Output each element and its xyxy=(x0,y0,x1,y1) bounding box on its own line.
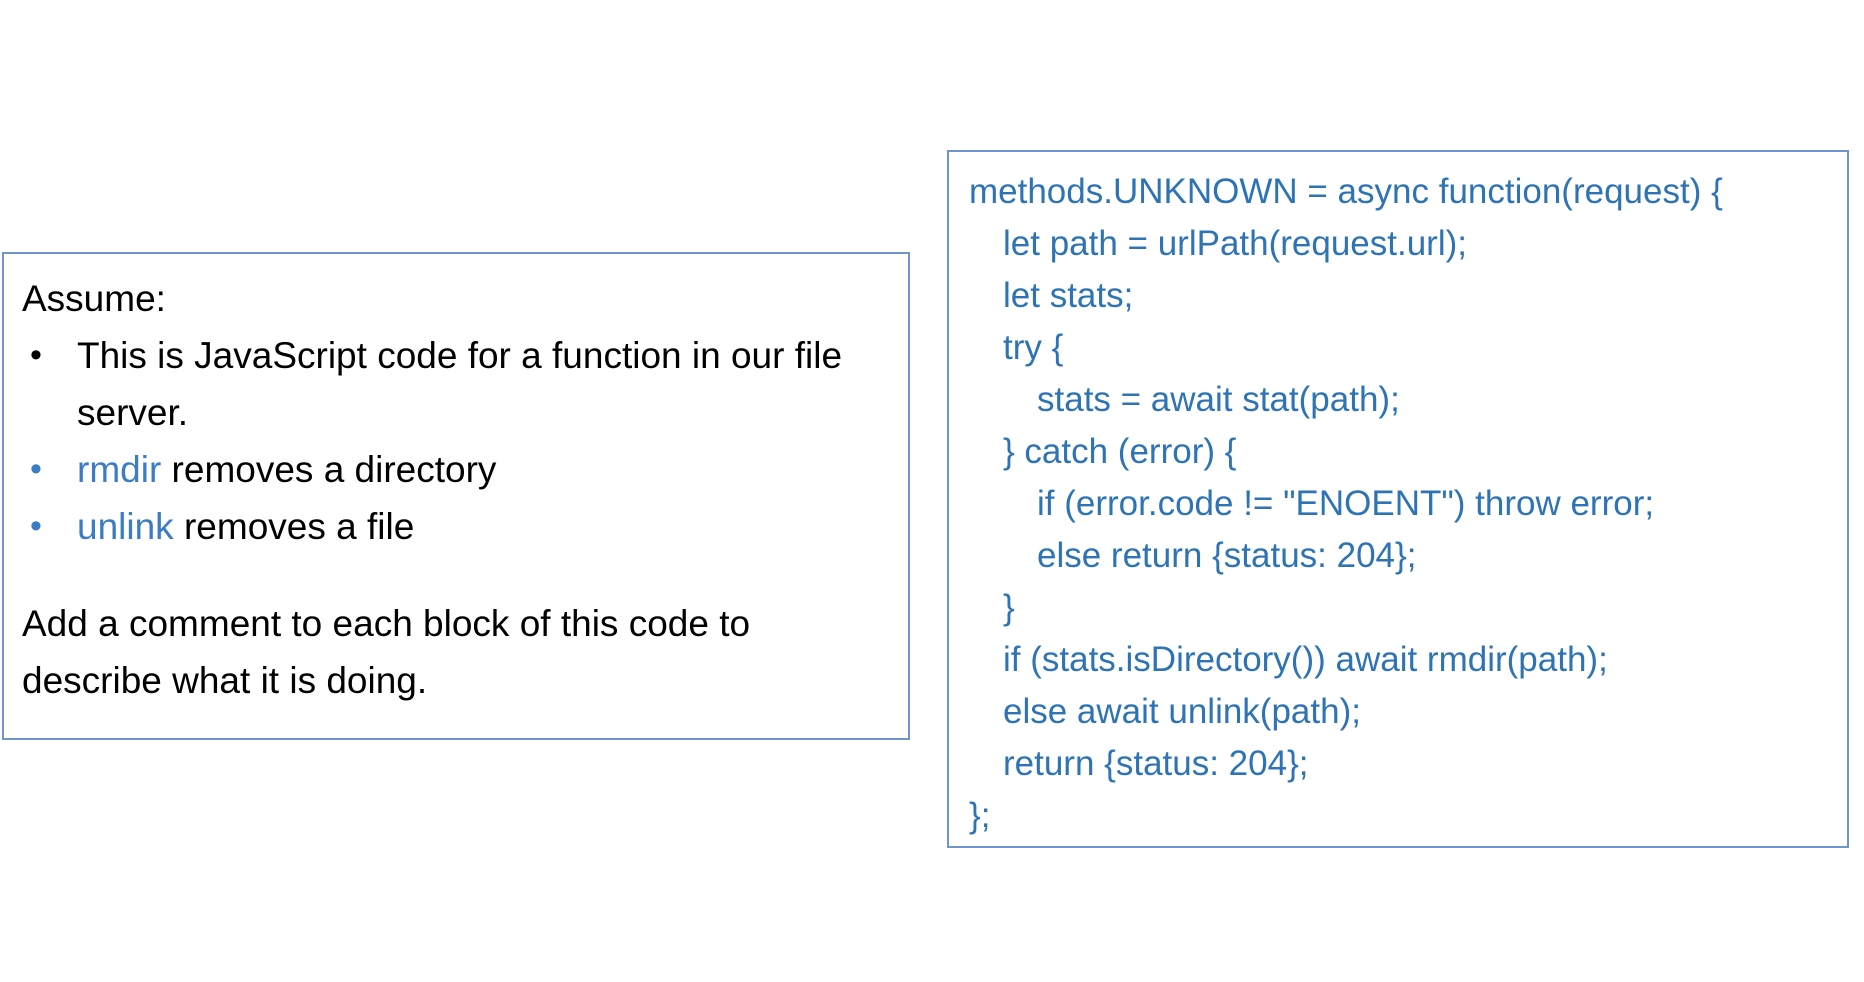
list-item-description: removes a directory xyxy=(161,449,497,490)
assumptions-list: • This is JavaScript code for a function… xyxy=(22,327,890,555)
code-line: else return {status: 204}; xyxy=(1037,536,1417,575)
list-item: • unlink removes a file xyxy=(22,498,890,555)
spacer xyxy=(22,555,890,595)
code-line: } xyxy=(1003,588,1015,627)
list-item: • rmdir removes a directory xyxy=(22,441,890,498)
code-panel: methods.UNKNOWN = async function(request… xyxy=(947,150,1849,848)
code-line: let path = urlPath(request.url); xyxy=(1003,224,1467,263)
code-keyword-unlink: unlink xyxy=(77,506,174,547)
list-item-label: unlink removes a file xyxy=(77,498,890,555)
bullet-point-icon: • xyxy=(30,507,42,545)
instruction-text: Add a comment to each block of this code… xyxy=(22,603,761,701)
code-line: let stats; xyxy=(1003,276,1134,315)
code-line: stats = await stat(path); xyxy=(1037,380,1400,419)
list-item: • This is JavaScript code for a function… xyxy=(22,327,890,441)
code-line: if (error.code != "ENOENT") throw error; xyxy=(1037,484,1655,523)
code-line: }; xyxy=(969,796,991,835)
code-line: return {status: 204}; xyxy=(1003,744,1309,783)
list-item-description: removes a file xyxy=(173,506,415,547)
bullet-point-icon: • xyxy=(30,336,42,374)
code-line: else await unlink(path); xyxy=(1003,692,1361,731)
code-line: try { xyxy=(1003,328,1064,367)
code-line: } catch (error) { xyxy=(1003,432,1237,471)
code-line: methods.UNKNOWN = async function(request… xyxy=(969,172,1723,211)
list-item-label: This is JavaScript code for a function i… xyxy=(77,335,853,433)
bullet-point-icon: • xyxy=(30,450,42,488)
prompt-panel: Assume: • This is JavaScript code for a … xyxy=(2,252,910,740)
assume-heading: Assume: xyxy=(22,278,166,319)
code-keyword-rmdir: rmdir xyxy=(77,449,162,490)
list-item-label: rmdir removes a directory xyxy=(77,441,890,498)
code-line: if (stats.isDirectory()) await rmdir(pat… xyxy=(1003,640,1608,679)
